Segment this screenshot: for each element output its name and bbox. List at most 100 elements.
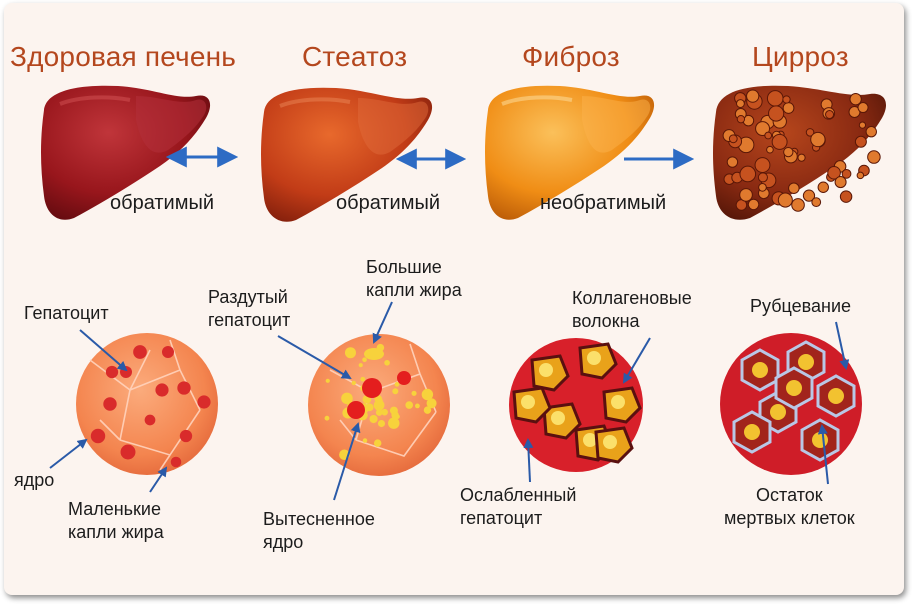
label-swollen-line2: гепатоцит (208, 310, 291, 330)
steatosis-fat-droplets (324, 343, 437, 460)
nodule (802, 189, 816, 202)
title-cirrhosis: Цирроз (752, 41, 849, 72)
title-steatosis: Стеатоз (302, 41, 408, 72)
nodule (736, 114, 746, 124)
pointer-nucleus (49, 438, 88, 469)
nodule (747, 198, 760, 211)
nucleus-dot (179, 429, 193, 443)
nodule (817, 181, 829, 193)
nodule (766, 90, 784, 107)
nodule (865, 126, 877, 138)
fat-droplet (405, 401, 414, 409)
nodule (755, 121, 770, 137)
nucleus-dot (120, 444, 136, 460)
fat-droplet (360, 376, 366, 382)
label-small-fat-line1: Маленькие (68, 499, 161, 519)
cirrhosis-liver-image (713, 85, 886, 220)
nodule (827, 165, 841, 180)
nodule (771, 133, 788, 150)
fat-droplet (392, 388, 399, 395)
nucleus-dot (155, 383, 169, 397)
fat-droplet (389, 406, 398, 415)
fat-droplet (384, 359, 390, 366)
steatosis-liver-image (261, 87, 433, 222)
fat-droplet (375, 409, 383, 416)
pointer-big-fat (372, 301, 393, 344)
fat-droplet (341, 392, 353, 405)
healthy-tissue-disc (76, 333, 218, 475)
nucleus-dot (161, 345, 175, 359)
nodule (797, 153, 806, 162)
cirrhosis-cells (732, 340, 856, 462)
fat-droplet (828, 388, 844, 404)
nodule (754, 157, 771, 174)
label-swollen-line1: Раздутый (208, 287, 288, 307)
nodule (867, 150, 881, 164)
pointer-hepatocyte (79, 329, 128, 372)
fat-droplet (369, 414, 378, 424)
big-fat-droplet (364, 348, 384, 360)
title-fibrosis: Фиброз (522, 41, 620, 72)
fat-droplet (388, 417, 400, 429)
fat-droplet (812, 432, 828, 448)
label-displaced-line2: ядро (263, 532, 304, 552)
nodule (791, 198, 805, 212)
label-collagen-line2: волокна (572, 311, 640, 331)
fat-droplet (551, 411, 565, 425)
fibrosis-liver-image (485, 85, 655, 220)
label-nucleus: ядро (14, 470, 55, 490)
nodule (739, 165, 757, 183)
fat-droplet (744, 424, 760, 440)
fat-droplet (362, 357, 367, 363)
nodule (736, 99, 745, 108)
nodule (782, 102, 795, 114)
fat-droplet (583, 433, 597, 447)
fat-droplet (752, 362, 768, 378)
label-collagen-line1: Коллагеновые (572, 288, 692, 308)
nodule (726, 156, 739, 168)
nodule (841, 168, 852, 179)
pointer-dead-cells (817, 424, 829, 485)
fat-droplet (421, 388, 434, 401)
nodule (783, 146, 794, 158)
nucleus-dot (105, 365, 119, 379)
fat-droplet (394, 382, 400, 387)
pointer-weakened (523, 438, 534, 483)
fat-droplet (392, 415, 397, 421)
fat-droplet (344, 347, 356, 359)
fat-droplet (539, 363, 553, 377)
fat-droplet (362, 438, 368, 443)
healthy-liver-image (41, 85, 211, 220)
nodule (766, 145, 774, 154)
cirrhosis-tissue-disc (720, 333, 862, 475)
nucleus-dot (90, 428, 106, 444)
fat-droplet (324, 415, 330, 421)
displaced-nucleus (347, 401, 365, 419)
label-dead-cells-line2: мертвых клеток (724, 508, 855, 528)
nucleus-dot (170, 456, 182, 468)
nodule (858, 121, 867, 129)
label-weakened-line1: Ослабленный (460, 485, 577, 505)
nodule (811, 197, 822, 208)
fat-droplet (415, 403, 420, 409)
label-dead-cells-line1: Остаток (756, 485, 823, 505)
fat-droplet (375, 401, 383, 409)
cirrhosis-nodules (722, 89, 881, 212)
pointer-small-fat (149, 466, 168, 493)
nodule (764, 131, 773, 140)
fat-droplet (770, 404, 786, 420)
fat-droplet (373, 439, 382, 447)
nodule (834, 176, 847, 189)
label-dead-cells: Остаток мертвых клеток (724, 484, 855, 530)
pointer-scarring (835, 321, 850, 370)
status-irreversible: необратимый (540, 192, 667, 214)
label-weakened-line2: гепатоцит (460, 508, 543, 528)
label-big-fat: Большие капли жира (366, 256, 462, 302)
nodule (839, 190, 853, 203)
nodule (810, 131, 826, 148)
pointer-displaced (333, 422, 361, 501)
fat-droplet (611, 395, 625, 409)
nucleus-dot (197, 395, 211, 409)
healthy-fat-droplets (90, 345, 211, 468)
